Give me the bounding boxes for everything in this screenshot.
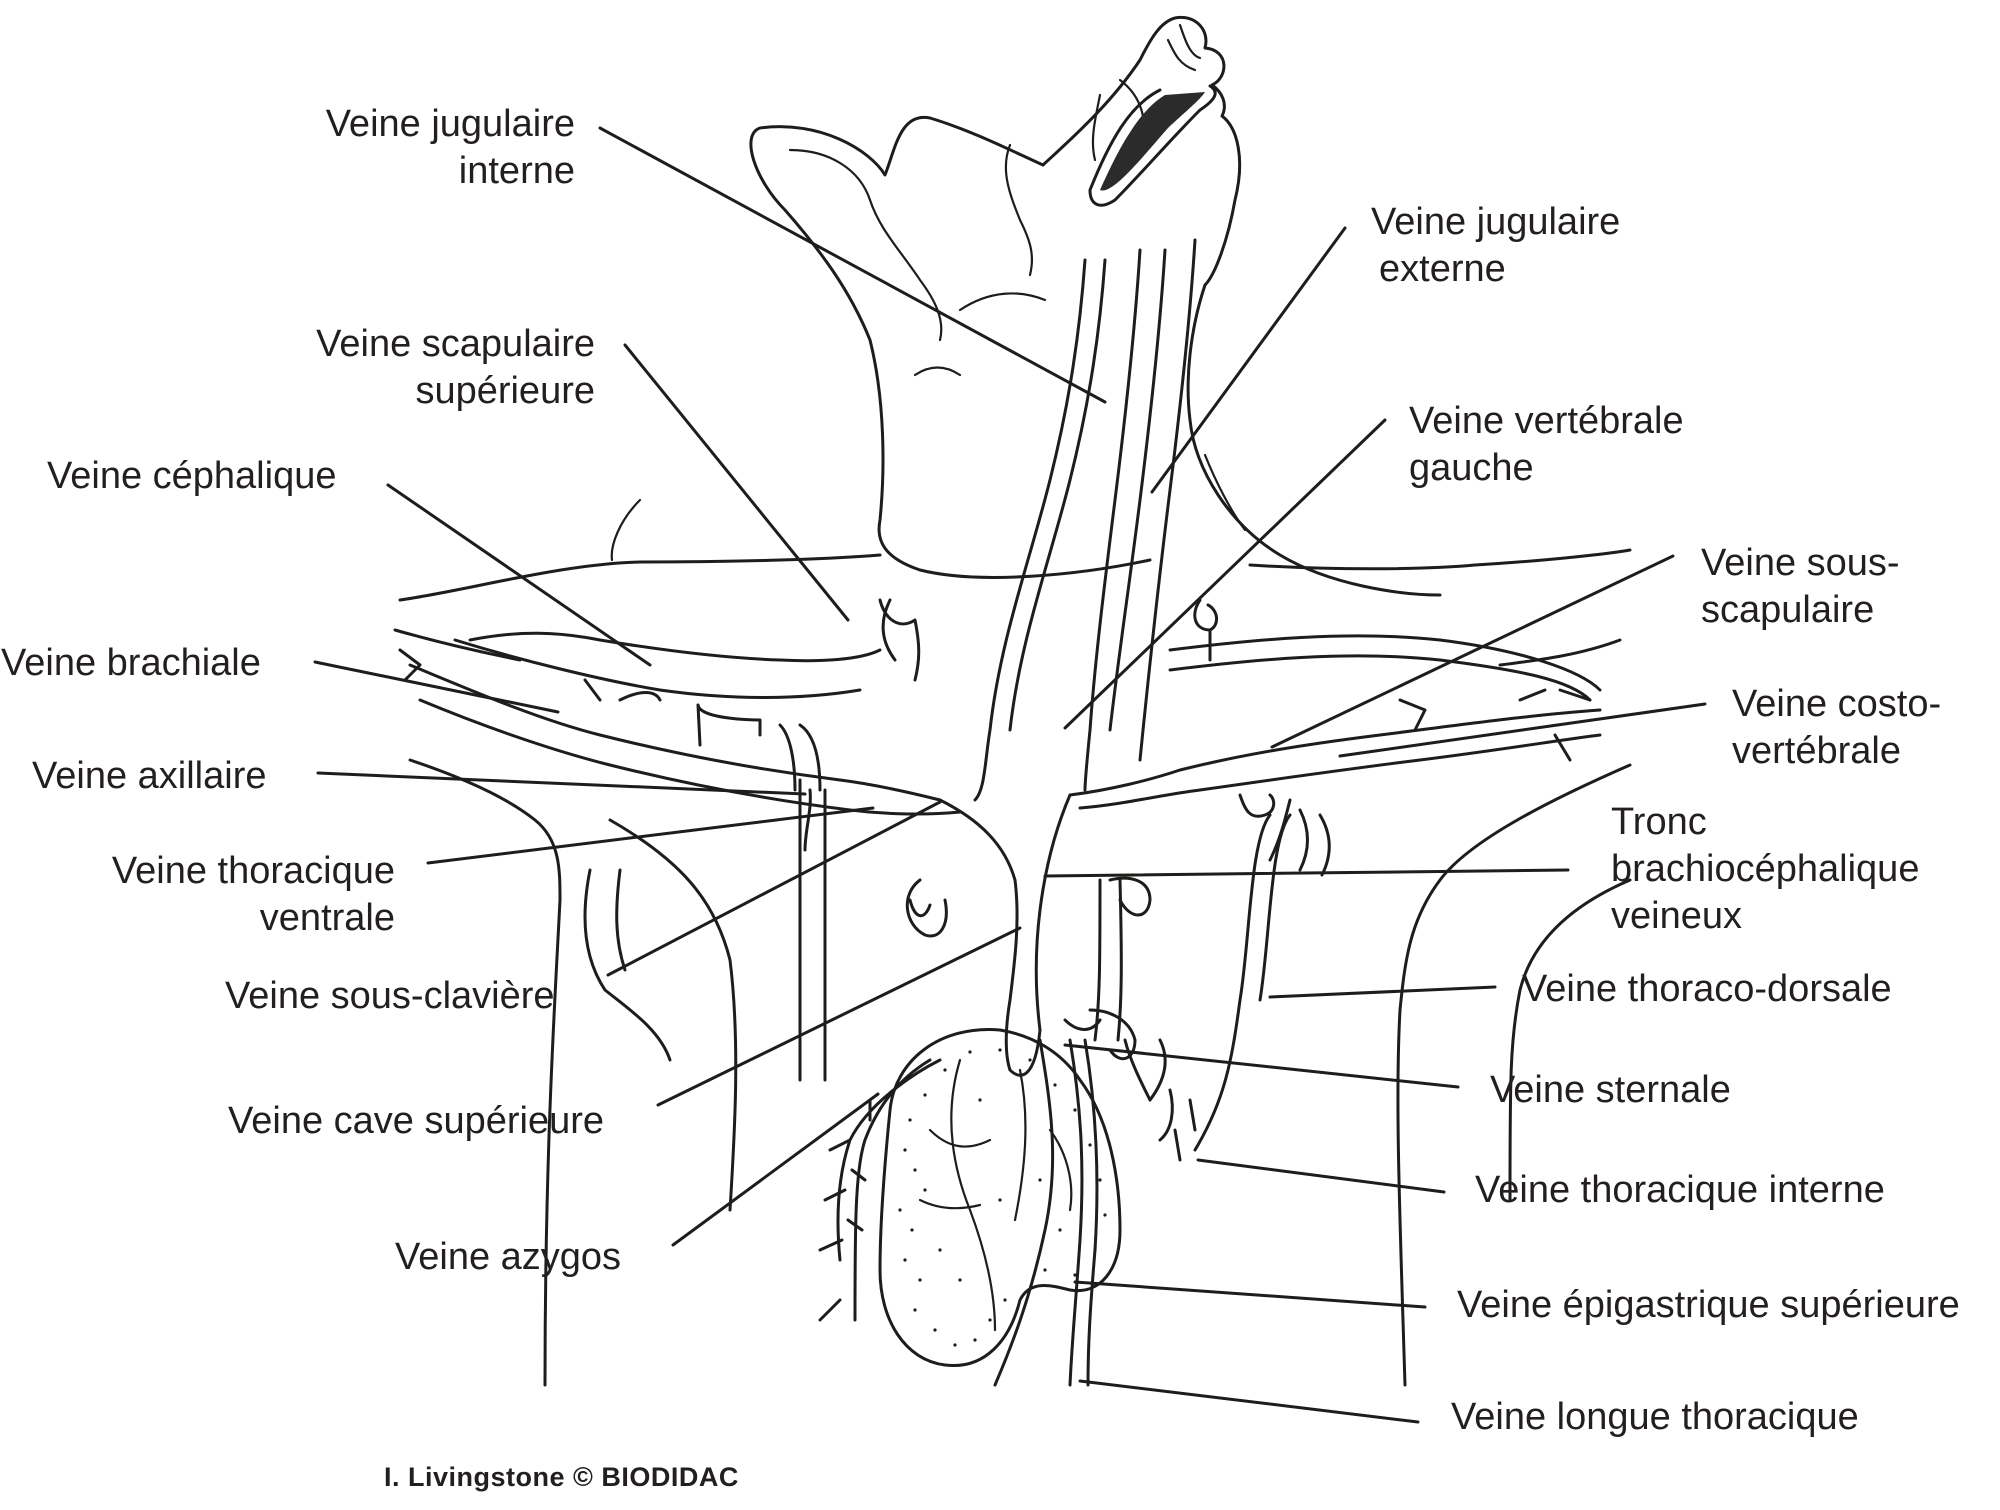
left-arm-veins [398,598,962,1322]
label-line: Veine sous-clavière [225,975,555,1017]
label-jugulaire-interne: Veine jugulaire interne [275,101,575,195]
leader-costo-vertebrale [1338,702,1707,758]
label-line: Veine thoracique interne [1475,1169,1885,1211]
label-vertebrale-gauche: Veine vertébrale gauche [1409,398,1684,492]
label-azygos: Veine azygos [395,1234,621,1281]
leader-sous-scapulaire [1270,554,1675,749]
label-line: Veine jugulaire [1371,201,1621,243]
label-line: Veine sous- [1701,542,1900,584]
leader-tronc-brachiocephalique [1043,868,1570,878]
label-longue-thoracique: Veine longue thoracique [1451,1394,1859,1441]
label-sternale: Veine sternale [1490,1067,1731,1114]
label-line: externe [1379,248,1506,290]
label-line: Veine costo- [1732,683,1942,725]
label-line: Veine épigastrique supérieure [1457,1284,1960,1326]
leader-thoraco-dorsale [1268,985,1497,999]
label-sous-claviere: Veine sous-clavière [225,973,555,1020]
label-line: ventrale [259,897,395,939]
leader-scapulaire-superieure [623,343,850,622]
label-cave-superieure: Veine cave supérieure [228,1098,604,1145]
right-arm-veins [1063,598,1602,1162]
label-line: interne [458,150,575,192]
label-thoraco-dorsale: Veine thoraco-dorsale [1522,966,1892,1013]
leader-lines [313,126,1707,1424]
heart [878,1028,1122,1368]
leader-longue-thoracique [1078,1379,1420,1424]
label-line: Veine sternale [1490,1069,1731,1111]
label-line: vertébrale [1732,730,1901,772]
credit-line: I. Livingstone © BIODIDAC [384,1462,739,1492]
label-jugulaire-externe: Veine jugulaire externe [1371,199,1620,293]
leader-cave-superieure [656,926,1022,1107]
leader-axillaire [316,771,807,796]
leader-thoracique-interne [1196,1158,1446,1194]
label-epigastrique-superieure: Veine épigastrique supérieure [1457,1282,1960,1329]
label-line: Veine azygos [395,1236,622,1278]
label-line: Tronc [1611,801,1707,843]
leader-azygos [671,1092,880,1247]
label-line: Veine brachiale [1,642,261,684]
label-line: veineux [1611,895,1742,937]
leader-sternale [1063,1043,1460,1089]
label-line: Veine thoracique [111,850,395,892]
label-line: Veine céphalique [47,455,337,497]
label-sous-scapulaire: Veine sous- scapulaire [1701,540,1900,634]
leader-jugulaire-externe [1150,226,1347,494]
leader-thoracique-ventrale [426,806,875,865]
leader-vertebrale-gauche [1063,418,1387,730]
label-line: brachiocéphalique [1611,848,1920,890]
label-line: gauche [1409,447,1534,489]
leader-brachiale [313,660,560,714]
heart-stipple [898,1048,1107,1347]
leader-jugulaire-interne [598,126,1107,404]
label-line: Veine axillaire [32,755,267,797]
label-line: supérieure [415,370,595,412]
leader-sous-claviere [606,800,942,977]
label-scapulaire-superieure: Veine scapulaire supérieure [280,321,595,415]
label-thoracique-interne: Veine thoracique interne [1475,1167,1885,1214]
label-cephalique: Veine céphalique [47,453,336,500]
leader-epigastrique-superieure [1073,1280,1427,1309]
label-brachiale: Veine brachiale [1,640,261,687]
label-line: Veine scapulaire [316,323,595,365]
label-line: scapulaire [1701,589,1875,631]
body-outline [393,453,1632,1387]
label-line: Veine longue thoracique [1451,1396,1859,1438]
central-veins [938,238,1197,1387]
label-costo-vertebrale: Veine costo- vertébrale [1732,681,1941,775]
label-line: Veine jugulaire [325,103,575,145]
label-line: Veine cave supérieure [228,1100,605,1142]
leader-cephalique [386,483,652,667]
label-axillaire: Veine axillaire [32,753,266,800]
label-thoracique-ventrale: Veine thoracique ventrale [80,848,395,942]
label-tronc-brachiocephalique: Tronc brachiocéphalique veineux [1611,799,1919,940]
label-line: Veine thoraco-dorsale [1522,968,1892,1010]
head-outline [749,15,1442,597]
label-line: Veine vertébrale [1409,400,1684,442]
